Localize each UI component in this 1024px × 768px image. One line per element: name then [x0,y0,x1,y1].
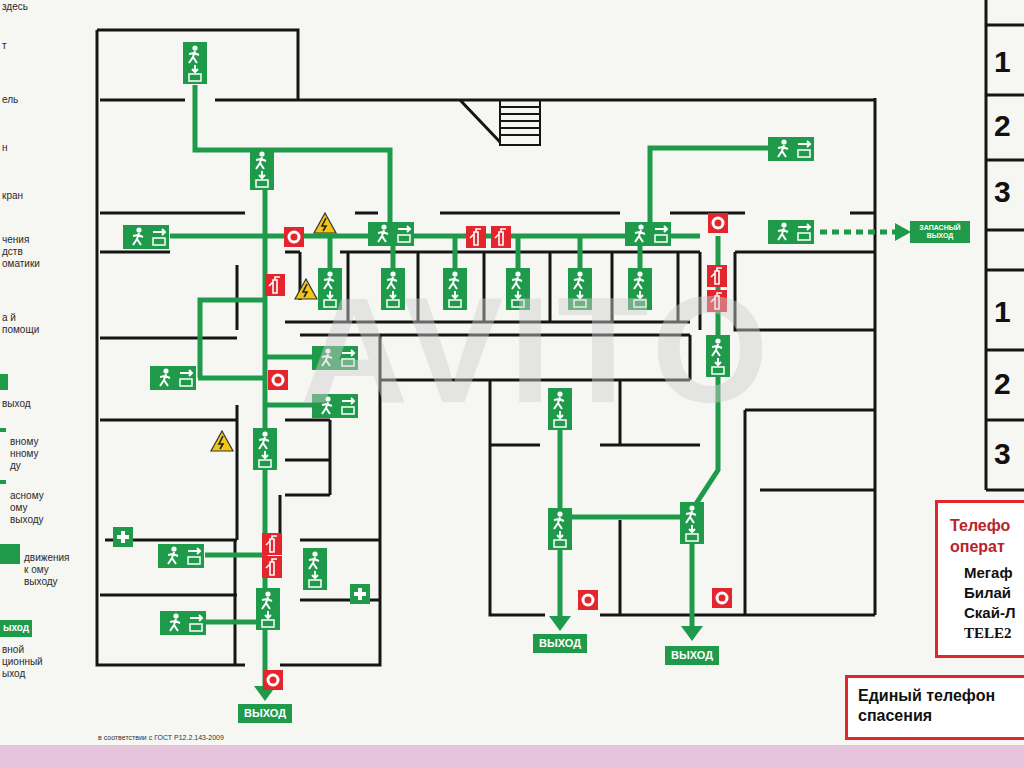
node-heading: ВЫХОД [539,637,581,650]
evacuation-routes [170,85,895,688]
walls [97,30,875,665]
exit-box: ВЫХОД [238,704,292,723]
node-heading: Единый телефон спасения [858,686,1016,726]
stairs [500,100,540,145]
legend-text: выход [2,398,31,410]
legend-text: вной ционный ыход [2,644,43,680]
phone-table-grid [986,0,1024,490]
node-text: Мегаф [964,563,1024,583]
reserve-exit-box: ЗАПАСНЫЙ ВЫХОД [910,221,970,243]
legend-text: кран [2,190,23,202]
table-number: 1 [994,296,1011,328]
legend-text: движения к ому выходу [24,552,70,588]
legend-text: а й помощи [2,312,39,336]
legend-text: чения дств оматики [2,234,40,270]
watermark: AVITO [300,270,775,430]
phone-operators-box: Телефо оператМегафБилайСкай-ЛTELE2 [935,500,1024,658]
exit-box: ВЫХОД [665,646,719,665]
node-heading: ВЫХОД [244,707,286,720]
legend-text: асному ому выходу [10,490,44,526]
node-heading: Телефо операт [950,515,1020,557]
table-number: 3 [994,438,1011,470]
standard-note: в соответствии с ГОСТ Р12.2.143-2009 [98,733,224,742]
node-heading: ВЫХОД [671,649,713,662]
node-text: Билай [964,583,1024,603]
node-text: Скай-Л [964,603,1024,623]
first-aid-signs [113,527,370,604]
exit-box: ВЫХОД [533,634,587,653]
node-heading: ЗАПАСНЫЙ ВЫХОД [914,224,966,240]
legend-text: здесь [2,1,28,13]
rescue-phone-box: Единый телефон спасения [845,675,1024,740]
table-number: 2 [994,110,1011,142]
legend-text: ель [2,94,18,106]
legend-text: н [2,142,8,154]
table-number: 3 [994,176,1011,208]
exit-signs [123,42,814,635]
table-number: 2 [994,368,1011,400]
route-arrowheads [254,223,911,701]
node-text: TELE2 [964,623,1024,643]
legend-exit-tag: ыход [3,622,29,634]
table-number: 1 [994,46,1011,78]
legend-text: вному нному ду [10,436,39,472]
legend-text: т [2,40,7,52]
